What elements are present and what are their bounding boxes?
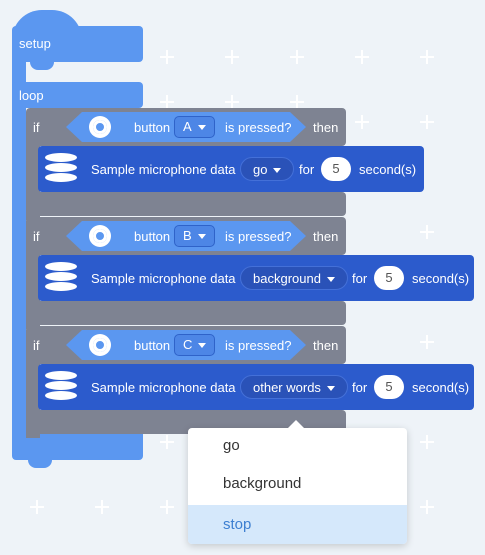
button-select[interactable]: B bbox=[174, 225, 215, 247]
grid-plus-icon bbox=[30, 500, 44, 514]
radio-button-icon bbox=[89, 116, 111, 138]
button-select-value: A bbox=[183, 119, 192, 134]
grid-plus-icon bbox=[290, 95, 304, 109]
button-select[interactable]: C bbox=[174, 334, 216, 356]
seconds-label: second(s) bbox=[359, 162, 417, 177]
chevron-down-icon bbox=[326, 386, 335, 392]
chevron-down-icon bbox=[198, 343, 207, 349]
action-label: Sample microphone data bbox=[91, 271, 236, 286]
sample-label-dropdown[interactable]: background bbox=[240, 266, 348, 290]
grid-plus-icon bbox=[420, 225, 434, 239]
setup-label: setup bbox=[19, 36, 51, 51]
seconds-input[interactable]: 5 bbox=[374, 266, 404, 290]
pressed-label: is pressed? bbox=[225, 120, 292, 135]
grid-plus-icon bbox=[160, 50, 174, 64]
grid-plus-icon bbox=[160, 95, 174, 109]
grid-plus-icon bbox=[160, 435, 174, 449]
seconds-label: second(s) bbox=[412, 271, 470, 286]
chevron-down-icon bbox=[273, 168, 282, 174]
database-icon bbox=[43, 262, 79, 292]
radio-button-icon bbox=[89, 225, 111, 247]
radio-button-icon bbox=[89, 334, 111, 356]
grid-plus-icon bbox=[225, 50, 239, 64]
if-label: if bbox=[33, 229, 40, 244]
grid-plus-icon bbox=[420, 50, 434, 64]
sample-label-value: background bbox=[253, 271, 321, 286]
button-label: button bbox=[134, 338, 171, 353]
grid-plus-icon bbox=[355, 50, 369, 64]
action-label: Sample microphone data bbox=[91, 380, 236, 395]
for-label: for bbox=[352, 271, 368, 286]
then-label: then bbox=[313, 338, 339, 353]
grid-plus-icon bbox=[420, 335, 434, 349]
database-icon bbox=[43, 153, 79, 183]
seconds-input[interactable]: 5 bbox=[321, 157, 351, 181]
seconds-label: second(s) bbox=[412, 380, 470, 395]
grid-plus-icon bbox=[290, 50, 304, 64]
action-label: Sample microphone data bbox=[91, 162, 236, 177]
menu-item-background[interactable]: background bbox=[223, 475, 302, 492]
grid-plus-icon bbox=[420, 500, 434, 514]
for-label: for bbox=[352, 380, 368, 395]
then-label: then bbox=[313, 120, 339, 135]
then-label: then bbox=[313, 229, 339, 244]
sample-label-value: other words bbox=[253, 380, 321, 395]
sample-label-dropdown[interactable]: go bbox=[240, 157, 295, 181]
pressed-label: is pressed? bbox=[225, 229, 292, 244]
button-select-value: C bbox=[183, 337, 193, 352]
button-label: button bbox=[134, 120, 171, 135]
chevron-down-icon bbox=[197, 234, 206, 240]
grid-plus-icon bbox=[160, 500, 174, 514]
sample-label-dropdown[interactable]: other words bbox=[240, 375, 348, 399]
pressed-label: is pressed? bbox=[225, 338, 292, 353]
menu-item-stop[interactable]: stop bbox=[188, 505, 407, 544]
seconds-input[interactable]: 5 bbox=[374, 375, 404, 399]
grid-plus-icon bbox=[420, 115, 434, 129]
button-label: button bbox=[134, 229, 171, 244]
grid-plus-icon bbox=[355, 115, 369, 129]
if-label: if bbox=[33, 120, 40, 135]
for-label: for bbox=[299, 162, 315, 177]
sample-label-dropdown-menu: go background stop bbox=[188, 420, 407, 544]
if-label: if bbox=[33, 338, 40, 353]
menu-item-go[interactable]: go bbox=[223, 437, 240, 454]
button-select[interactable]: A bbox=[174, 116, 215, 138]
loop-label: loop bbox=[19, 88, 44, 103]
database-icon bbox=[43, 371, 79, 401]
button-select-value: B bbox=[183, 228, 192, 243]
grid-plus-icon bbox=[225, 95, 239, 109]
grid-plus-icon bbox=[420, 435, 434, 449]
sample-microphone-block[interactable] bbox=[38, 146, 424, 192]
sample-label-value: go bbox=[253, 162, 268, 177]
chevron-down-icon bbox=[197, 125, 206, 131]
chevron-down-icon bbox=[326, 277, 335, 283]
grid-plus-icon bbox=[95, 500, 109, 514]
